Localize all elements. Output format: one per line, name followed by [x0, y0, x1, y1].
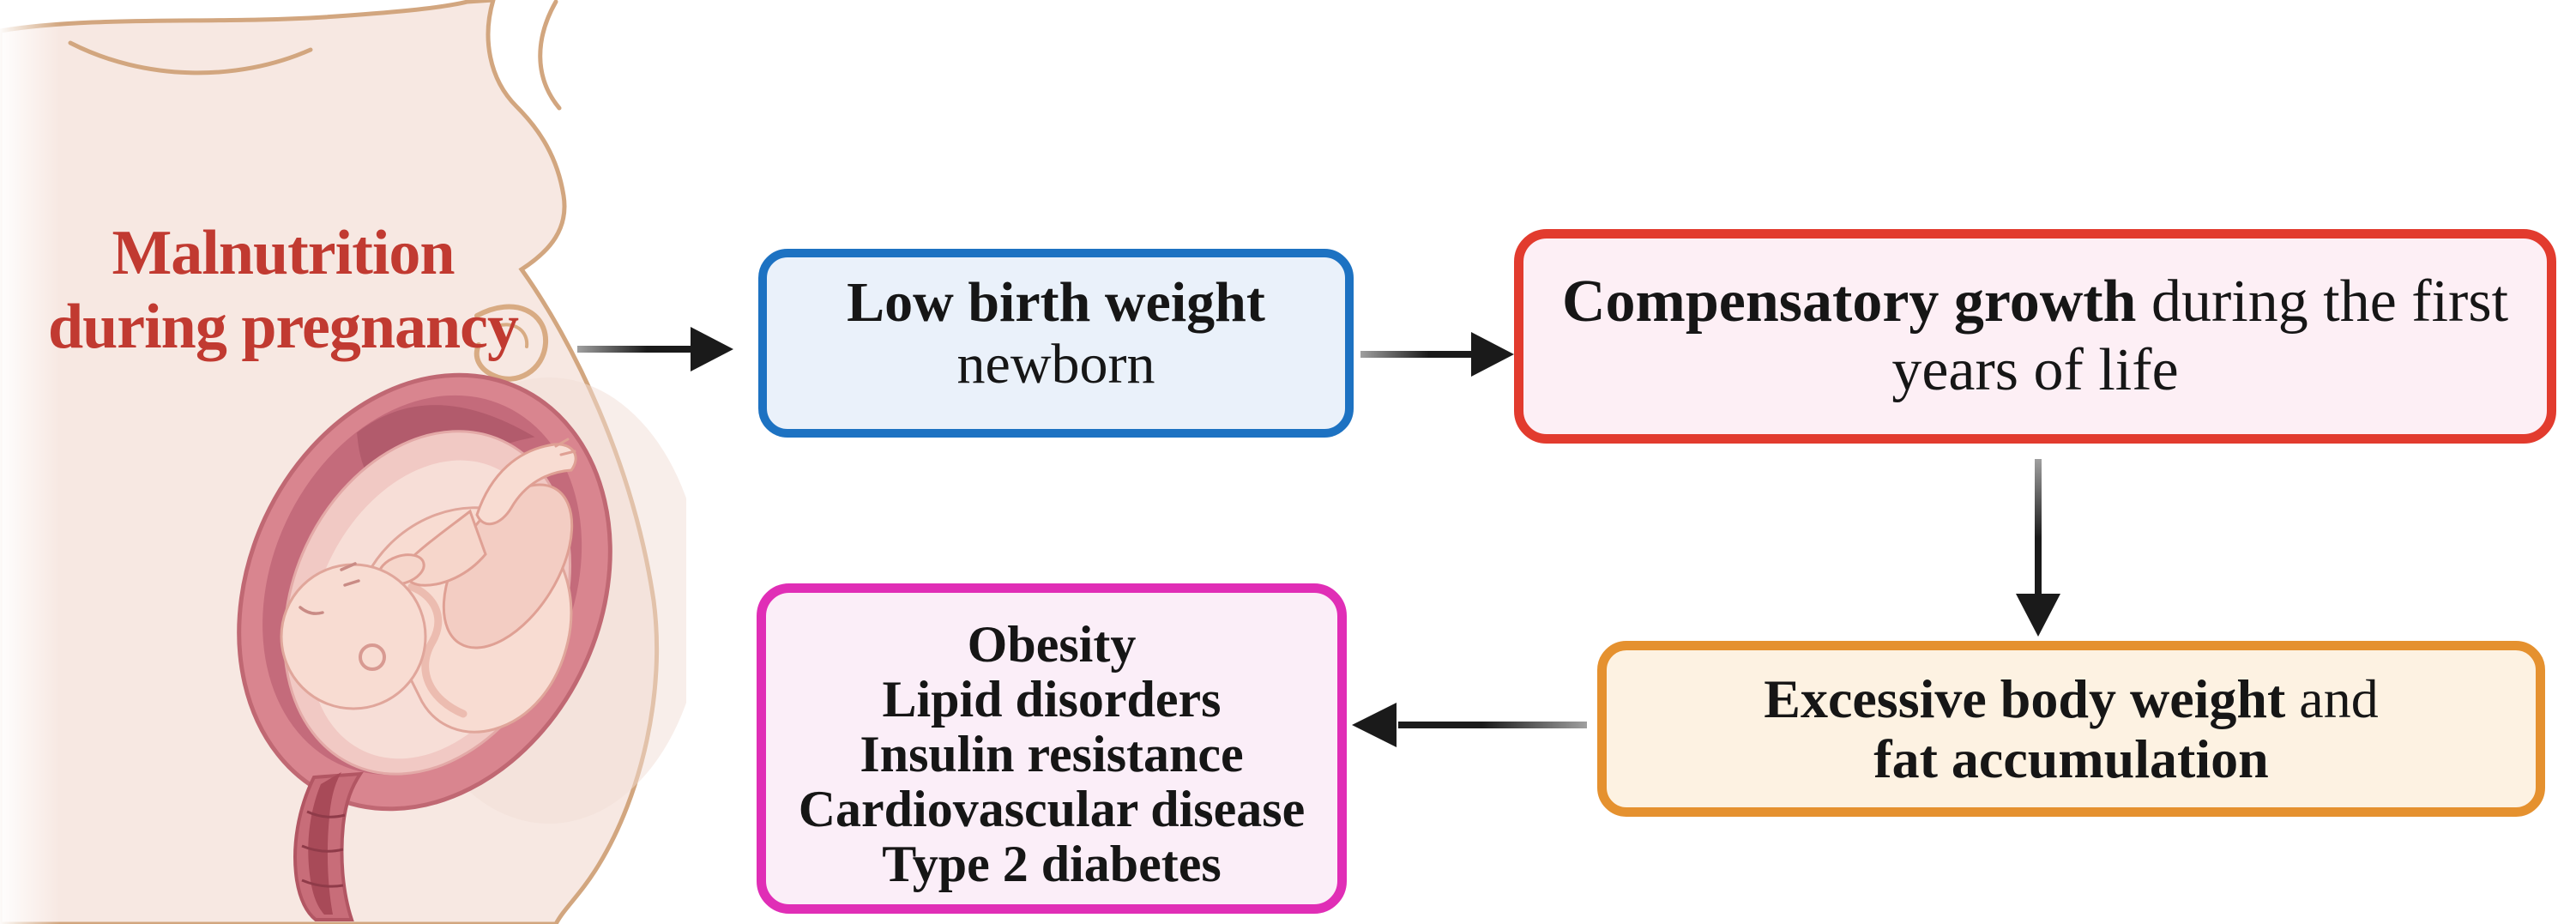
box-text-line: Type 2 diabetes — [882, 836, 1222, 891]
box-text-line: Low birth weight — [847, 272, 1265, 334]
box-text-line: Lipid disorders — [882, 672, 1221, 727]
arrow-low-birth-weight-to-compensatory-growth — [1360, 332, 1514, 377]
chin-line — [68, 40, 313, 75]
malnutrition-label-line2: during pregnancy — [47, 292, 519, 362]
arrow-excessive-weight-to-outcomes — [1352, 703, 1587, 747]
box-text: Lipid disorders — [882, 670, 1222, 728]
malnutrition-label: Malnutrition during pregnancy — [17, 216, 549, 364]
neck-line — [538, 0, 562, 111]
box-low-birth-weight: Low birth weight newborn — [758, 249, 1354, 438]
box-text-line: Insulin resistance — [860, 727, 1243, 782]
box-text-line: newborn — [957, 334, 1155, 396]
box-text: Compensatory growth — [1561, 269, 2137, 335]
box-text: during the first — [2136, 269, 2509, 335]
box-text: newborn — [956, 333, 1155, 396]
fetus-ear — [359, 643, 386, 671]
left-fade — [0, 0, 60, 924]
box-text-line: fat accumulation — [1873, 728, 2269, 789]
box-text: Obesity — [967, 615, 1137, 673]
pregnant-woman-illustration — [0, 0, 686, 924]
box-compensatory-growth: Compensatory growth during the first yea… — [1514, 229, 2556, 444]
box-text-line: Cardiovascular disease — [799, 782, 1306, 836]
fetus-head — [280, 563, 427, 710]
cervix-canal — [293, 771, 364, 921]
box-text-line: Obesity — [968, 617, 1137, 672]
umbilical-cord — [407, 583, 468, 718]
box-text: years of life — [1891, 337, 2179, 403]
box-text-line: years of life — [1891, 336, 2178, 405]
box-text: fat accumulation — [1873, 728, 2269, 789]
fetus-arm — [475, 443, 577, 526]
box-text: Cardiovascular disease — [798, 780, 1306, 837]
fetus — [280, 438, 577, 734]
box-text: Low birth weight — [847, 271, 1265, 334]
hand-curl — [474, 304, 549, 382]
box-excessive-body-weight: Excessive body weight and fat accumulati… — [1597, 641, 2545, 817]
box-text: Insulin resistance — [860, 725, 1244, 782]
box-adult-outcomes: Obesity Lipid disorders Insulin resistan… — [757, 583, 1347, 914]
malnutrition-label-line1: Malnutrition — [112, 218, 455, 288]
box-text-line: Compensatory growth during the first — [1562, 268, 2508, 336]
box-text-line: Excessive body weight and — [1764, 667, 2379, 729]
arrow-compensatory-growth-to-excessive-weight — [2016, 459, 2060, 637]
box-text: and — [2285, 667, 2379, 729]
fetus-face — [299, 562, 360, 615]
box-text: Type 2 diabetes — [882, 835, 1222, 892]
box-text: Excessive body weight — [1764, 667, 2286, 729]
